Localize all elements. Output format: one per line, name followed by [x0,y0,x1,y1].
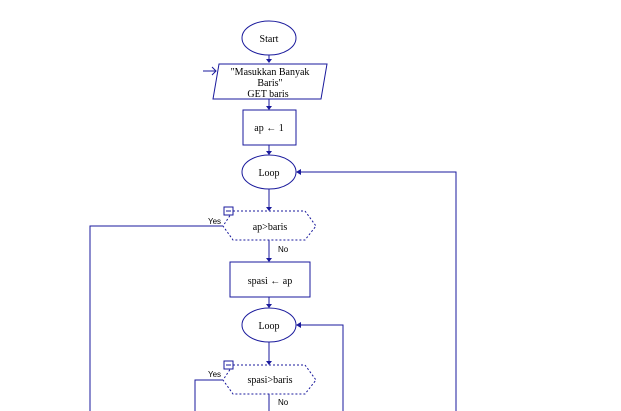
collapse-icon[interactable] [223,360,234,370]
arrowhead [266,304,272,308]
decision-node-1[interactable]: ap>baris [222,210,317,241]
loop2-return-line [297,324,344,411]
collapse-icon[interactable] [223,206,234,216]
input-indicator-head [211,66,217,76]
input-text-line2: Baris" [257,78,282,89]
arrowhead [296,169,301,175]
input-text-line1: "Masukkan Banyak [231,67,310,78]
assign-ap-label: ap ← 1 [254,123,283,134]
arrowhead [296,322,301,328]
input-node[interactable]: "Masukkan Banyak Baris" GET baris [212,63,328,100]
input-text-line3: GET baris [247,89,288,100]
decision2-yes-label: Yes [208,370,221,379]
arrowhead [266,207,272,211]
assign-spasi-label: spasi ← ap [248,276,292,287]
start-label: Start [260,34,279,45]
decision1-yes-label: Yes [208,217,221,226]
arrowhead [266,361,272,365]
loop1-label: Loop [258,168,279,179]
arrowhead [266,151,272,155]
decision1-no-label: No [278,245,289,254]
arrowhead [266,59,272,63]
decision2-no-label: No [278,398,289,407]
decision-node-2[interactable]: spasi>baris [222,364,317,395]
start-node[interactable]: Start [241,20,297,56]
decision1-yes-branch [89,225,223,411]
loop-node-2[interactable]: Loop [241,307,297,343]
arrowhead [266,106,272,110]
loop1-return-line [297,171,457,411]
loop2-label: Loop [258,321,279,332]
arrowhead [266,258,272,262]
decision2-label: spasi>baris [247,375,292,386]
decision2-yes-branch [194,379,223,411]
process-assign-spasi[interactable]: spasi ← ap [229,261,311,298]
decision1-label: ap>baris [253,222,288,233]
process-assign-ap[interactable]: ap ← 1 [242,109,297,146]
loop-node-1[interactable]: Loop [241,154,297,190]
